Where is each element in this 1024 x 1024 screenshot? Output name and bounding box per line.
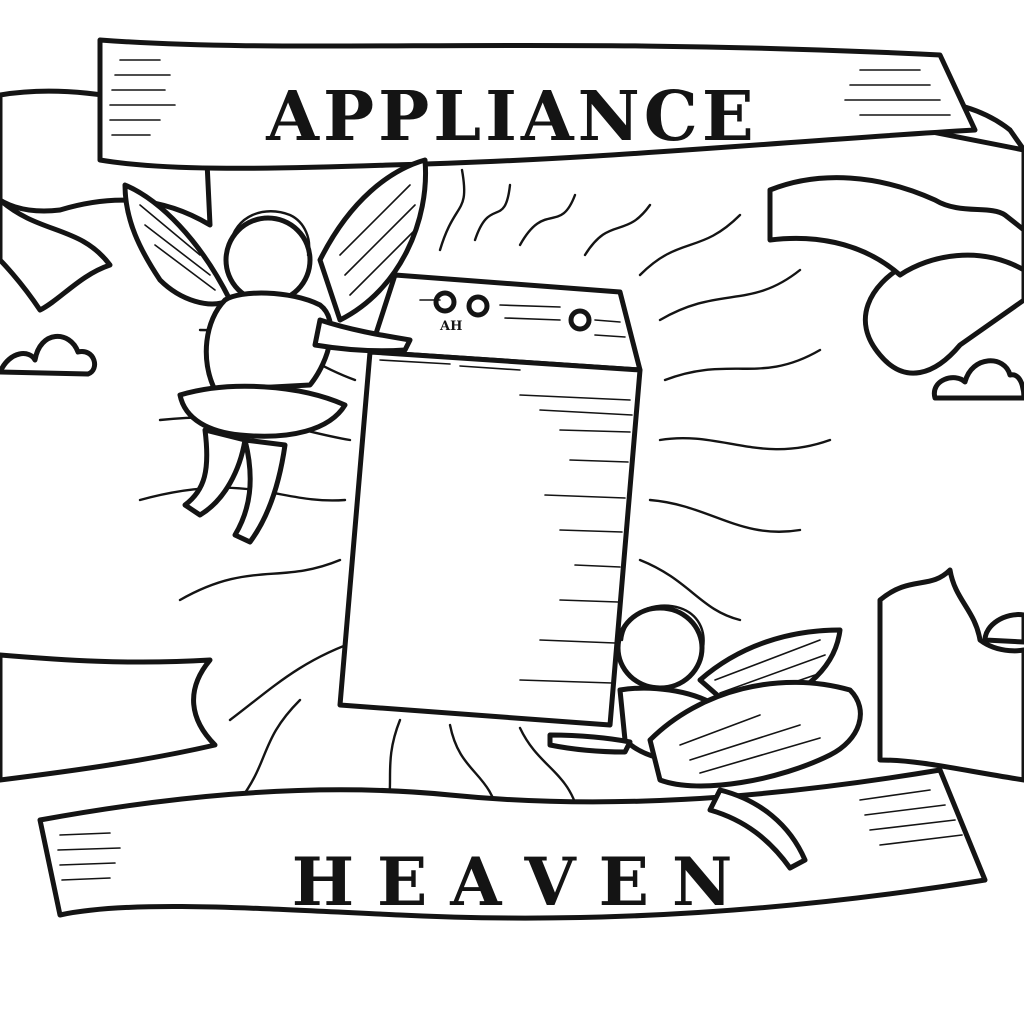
cherub-left-leg-2 — [232, 437, 288, 545]
cherub-left-arm — [312, 317, 413, 354]
cherub-lower-right — [547, 604, 863, 871]
cloud-right — [931, 358, 1024, 401]
washer-knob-2-icon — [466, 294, 490, 318]
bottom-banner: H E A V E N — [37, 767, 988, 921]
cloud-left — [0, 334, 98, 377]
bottom-banner-tail-left — [0, 652, 218, 783]
cherub-upper-left — [122, 157, 429, 545]
banner-title-top: APPLIANCE — [265, 77, 758, 157]
cherub-right-drape — [647, 679, 863, 789]
cloud-right-lower — [982, 612, 1024, 645]
cherub-left-drape — [177, 383, 348, 439]
top-banner: APPLIANCE — [97, 37, 978, 171]
washer-knob-3-icon — [568, 308, 592, 332]
washing-machine: AH — [337, 272, 643, 728]
appliance-badge: AH — [439, 319, 462, 334]
banner-title-bottom: H E A V E N — [292, 843, 733, 921]
cherub-left-wing-front — [317, 157, 429, 323]
cherub-left-body — [203, 290, 334, 393]
washer-knob-1-icon — [433, 290, 457, 314]
cherub-right-arm — [547, 732, 633, 755]
cherub-left-leg — [182, 427, 248, 518]
cherub-right-leg — [707, 787, 808, 871]
bottom-banner-tail-right — [877, 567, 1024, 783]
cherub-left-head — [223, 215, 313, 305]
